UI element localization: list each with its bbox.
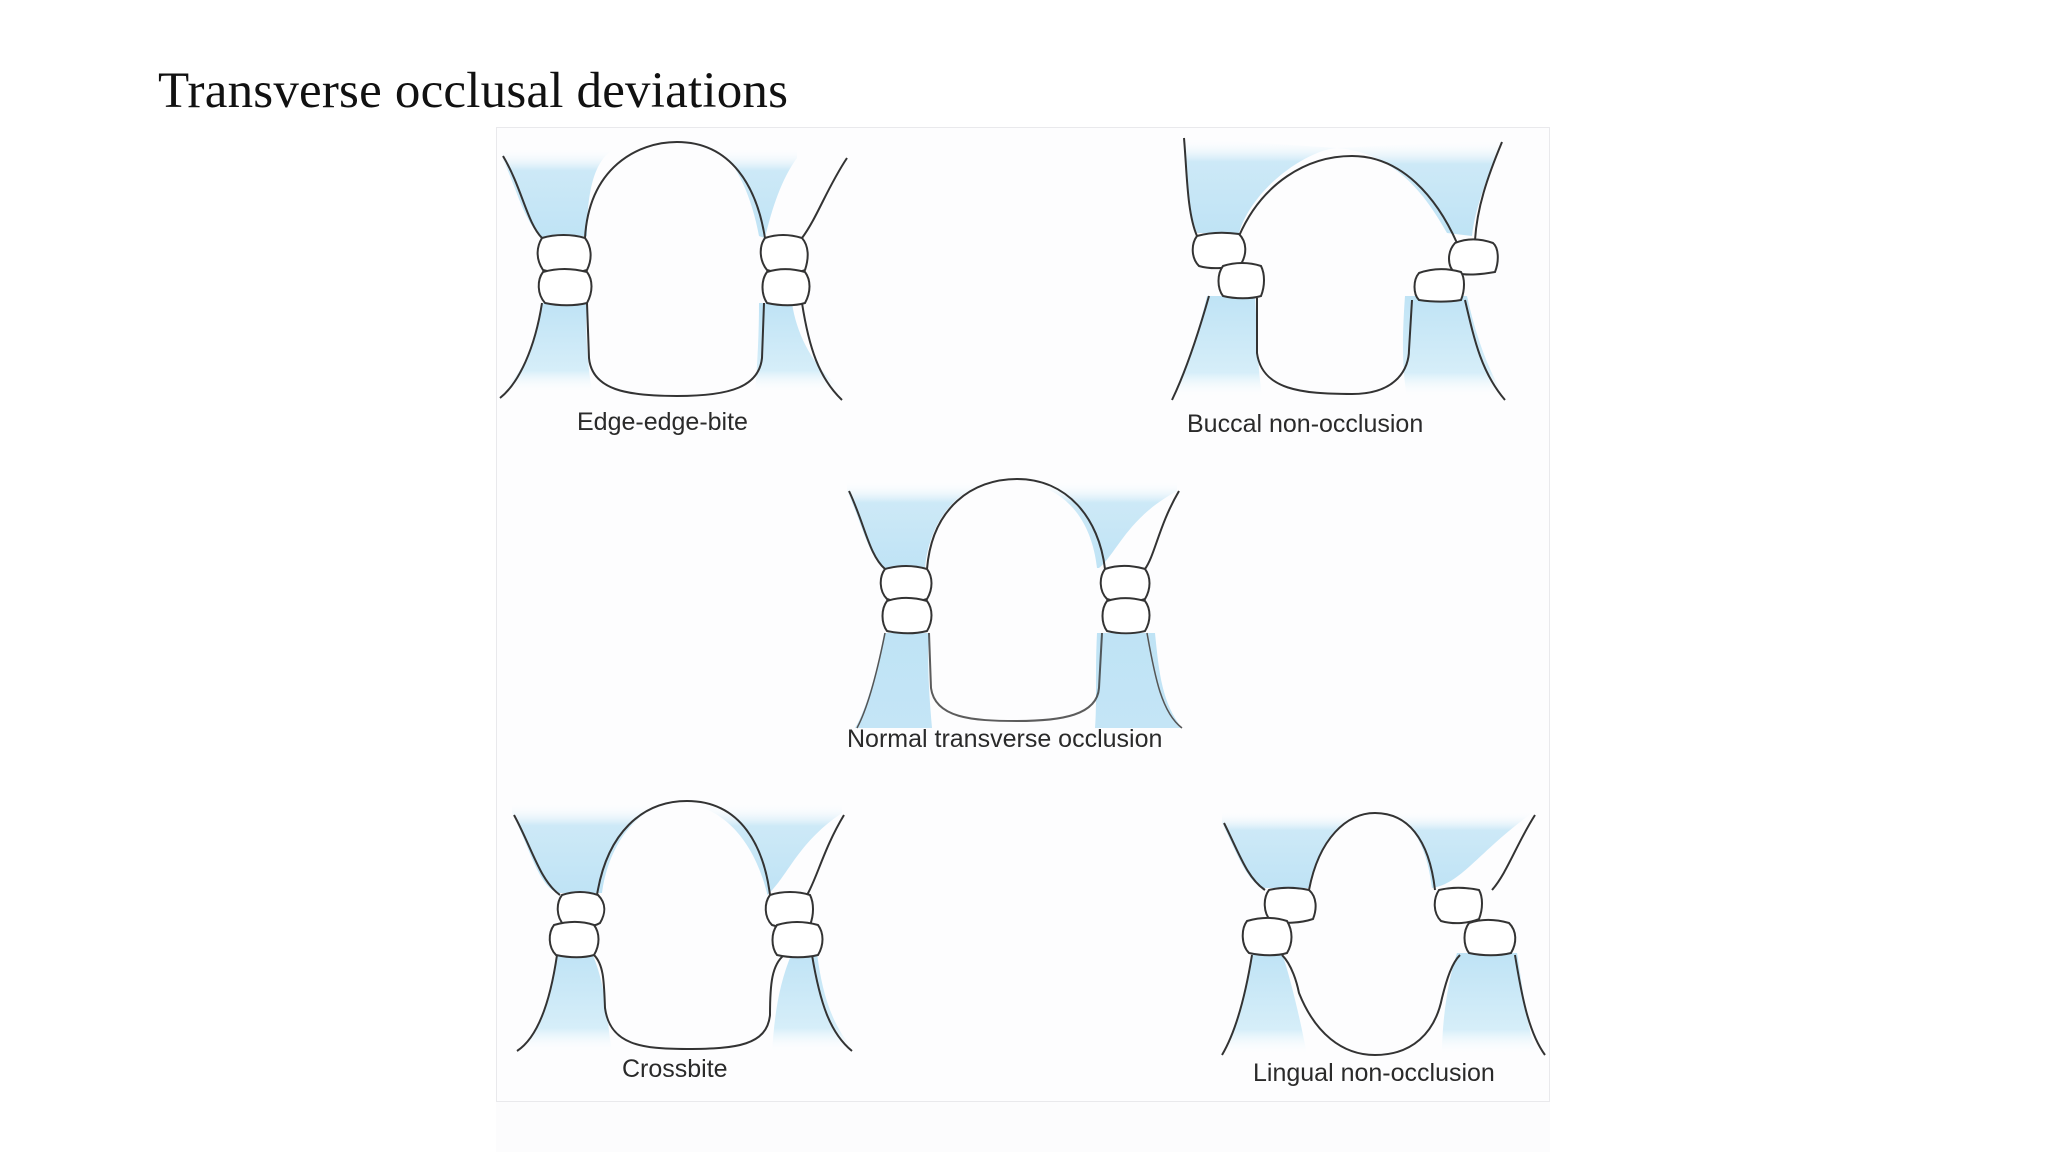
panel-label: Buccal non-occlusion xyxy=(1187,410,1424,438)
panel-buccal-non-occlusion: Buccal non-occlusion xyxy=(1157,128,1551,458)
panel-crossbite: Crossbite xyxy=(512,793,872,1103)
lingual-non-occlusion-illustration xyxy=(1221,811,1546,1057)
panel-normal-transverse-occlusion: Normal transverse occlusion xyxy=(837,463,1217,793)
buccal-non-occlusion-illustration xyxy=(1171,137,1506,401)
panel-label: Lingual non-occlusion xyxy=(1253,1059,1495,1087)
edge-edge-bite-illustration xyxy=(497,140,848,401)
panel-lingual-non-occlusion: Lingual non-occlusion xyxy=(1217,793,1551,1103)
slide-title: Transverse occlusal deviations xyxy=(158,63,789,119)
crossbite-illustration xyxy=(512,799,857,1053)
normal-transverse-occlusion-illustration xyxy=(847,477,1183,729)
figure-bottom-shadow xyxy=(496,1102,1550,1152)
panel-label: Edge-edge-bite xyxy=(577,408,748,436)
panel-label: Crossbite xyxy=(622,1055,728,1083)
panel-edge-edge-bite: Edge-edge-bite xyxy=(497,128,877,458)
occlusion-diagram-figure: Edge-edge-bite Buccal non-occlusion xyxy=(496,127,1550,1102)
panel-label: Normal transverse occlusion xyxy=(847,725,1163,753)
